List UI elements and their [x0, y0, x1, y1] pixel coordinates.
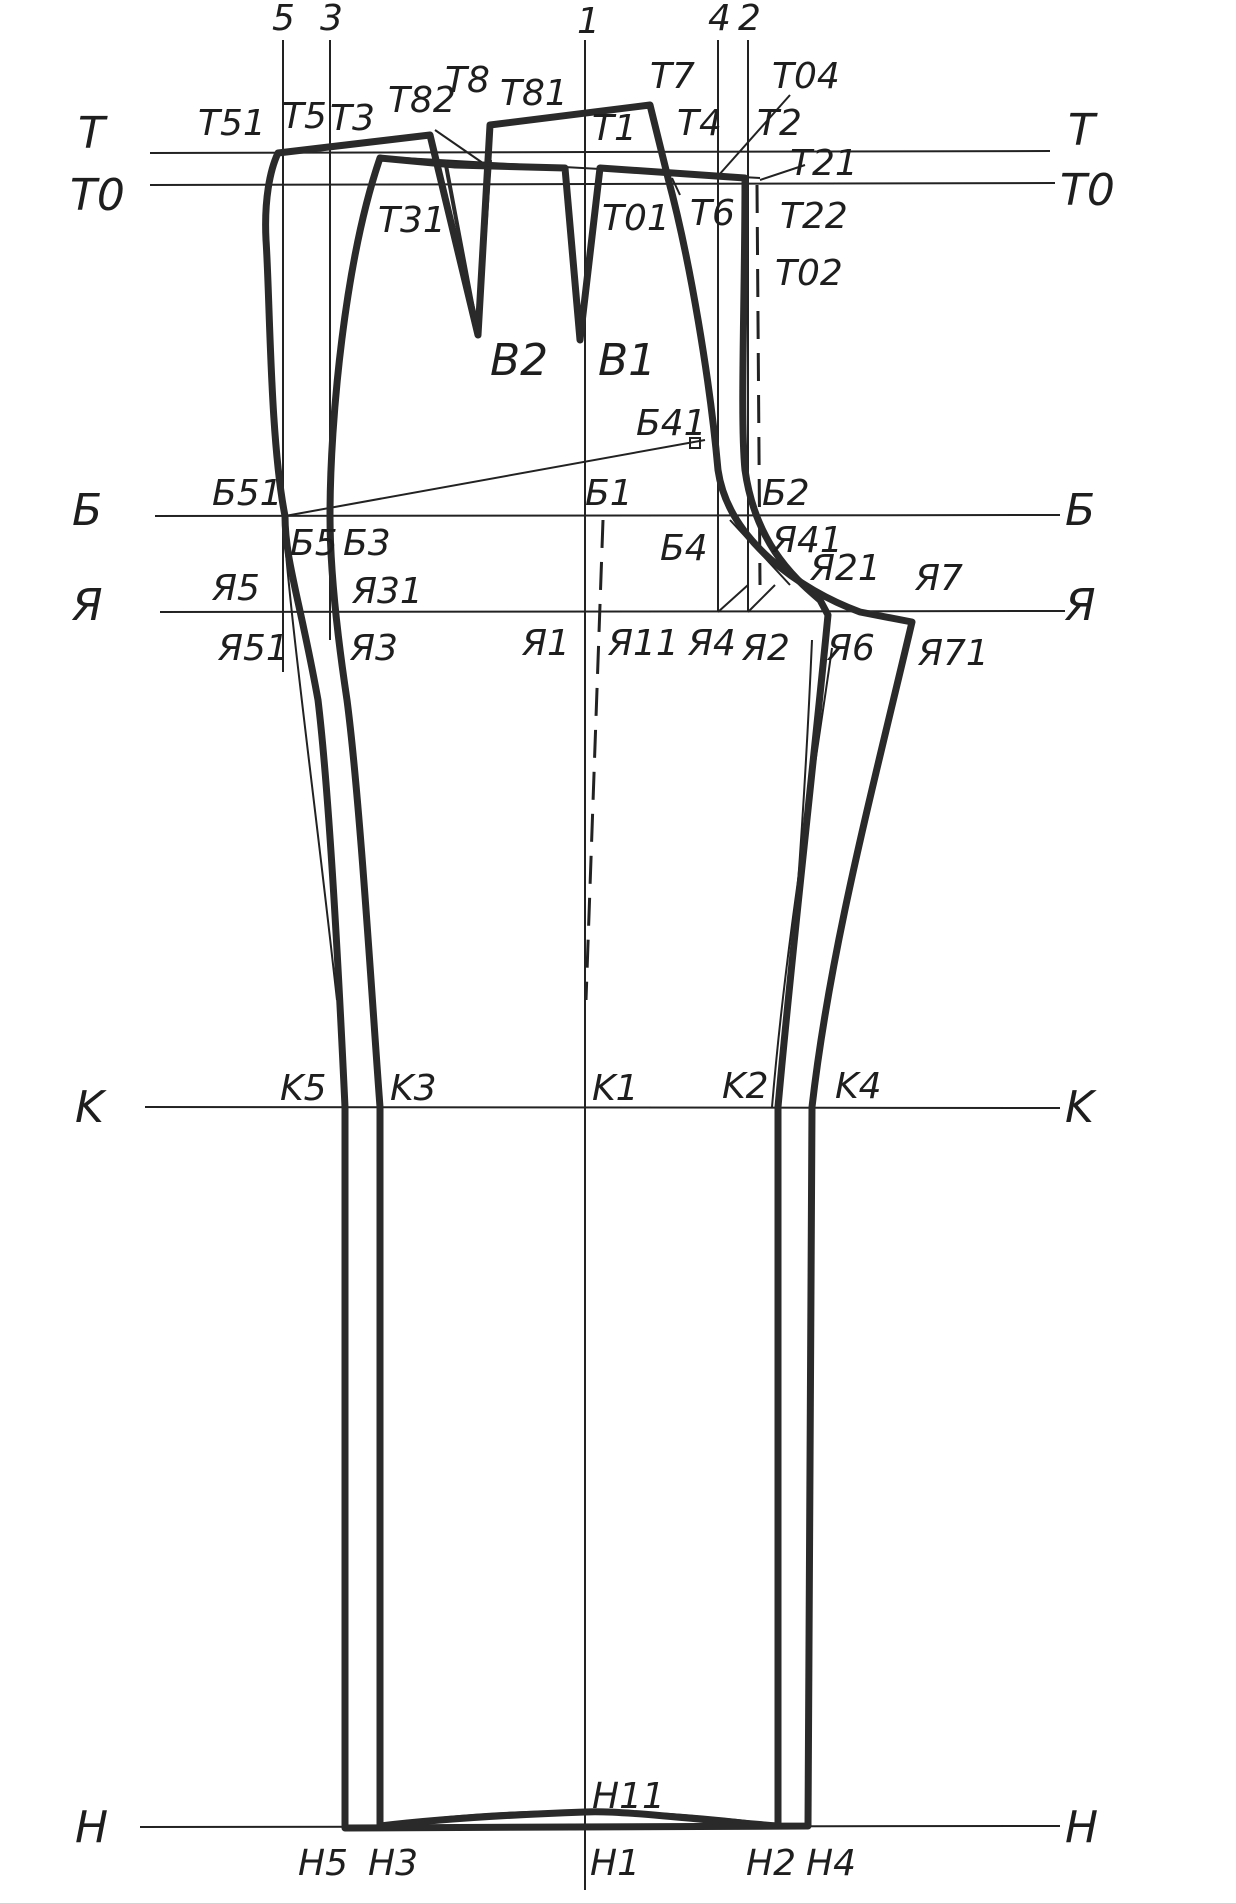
- point-B41: Б41: [636, 403, 707, 444]
- pattern-outline: [262, 101, 916, 1832]
- hem-curve: [379, 1809, 779, 1828]
- point-H4: H4: [806, 1843, 856, 1884]
- point-Ya71: Я71: [917, 633, 989, 674]
- point-K1: K1: [592, 1068, 639, 1109]
- point-T4: T4: [677, 103, 722, 144]
- point-Ya4: Я4: [687, 623, 736, 664]
- vertical-numbers: 5 3 1 4 2: [272, 0, 761, 42]
- point-T22: T22: [780, 196, 848, 237]
- point-K5: K5: [280, 1068, 327, 1109]
- point-Ya1: Я1: [521, 623, 570, 664]
- front-crease: [584, 519, 605, 1001]
- back-piece-outline: [262, 101, 916, 1832]
- point-T81: T81: [500, 73, 568, 114]
- point-Ya3: Я3: [349, 628, 398, 669]
- point-Ya11: Я11: [607, 623, 679, 664]
- point-labels: T51 T5 T3 T82 T8 T81 T7 T04 T1 T4 T2 T21…: [198, 56, 989, 1884]
- label-B-right: Б: [1065, 485, 1095, 536]
- vertical-number-3: 3: [320, 0, 343, 39]
- label-B-left: Б: [72, 485, 102, 536]
- point-B1-dart: B1: [598, 335, 656, 386]
- point-T8: T8: [445, 60, 490, 101]
- point-H1: H1: [590, 1843, 640, 1884]
- front-piece-outline: [326, 154, 832, 1830]
- point-T1: T1: [592, 108, 637, 149]
- point-B1: Б1: [585, 473, 633, 514]
- label-H-left: H: [75, 1802, 108, 1853]
- vertical-number-2: 2: [738, 0, 761, 39]
- label-T-left: T: [78, 108, 108, 159]
- pointer-T04: [717, 94, 791, 177]
- label-T0-left: T0: [70, 170, 125, 221]
- waist-guide-2: [434, 129, 491, 169]
- dashed-lines: [584, 184, 762, 1001]
- point-H2: H2: [746, 1843, 796, 1884]
- point-B51: Б51: [212, 473, 283, 514]
- line-end-labels: T T T0 T0 Б Б Я Я K K H H: [70, 105, 1115, 1853]
- label-T-right: T: [1068, 105, 1098, 156]
- point-Ya31: Я31: [351, 571, 423, 612]
- point-T82: T82: [388, 80, 456, 121]
- point-B3: Б3: [343, 523, 391, 564]
- point-Ya51: Я51: [217, 628, 289, 669]
- point-T04: T04: [772, 56, 840, 97]
- line-Ya: [159, 610, 1066, 613]
- label-Ya-right: Я: [1064, 580, 1096, 631]
- vertical-number-1: 1: [577, 1, 600, 42]
- line-B: [154, 514, 1061, 517]
- label-K-left: K: [75, 1082, 107, 1133]
- point-T31: T31: [378, 200, 446, 241]
- point-Ya21: Я21: [809, 548, 881, 589]
- pointer-T6: [671, 177, 681, 196]
- point-T2: T2: [757, 103, 802, 144]
- dart-B1: [563, 167, 602, 341]
- point-Ya6: Я6: [826, 628, 875, 669]
- line-T0: [149, 182, 1056, 186]
- point-K4: K4: [835, 1066, 882, 1107]
- point-T3: T3: [330, 98, 375, 139]
- point-T21: T21: [790, 143, 858, 184]
- point-Ya41: Я41: [771, 520, 843, 561]
- label-K-right: K: [1065, 1082, 1097, 1133]
- point-Ya7: Я7: [914, 558, 963, 599]
- point-T7: T7: [650, 56, 695, 97]
- label-T0-right: T0: [1060, 165, 1115, 216]
- point-H11: H11: [592, 1776, 665, 1817]
- crotch-guide-2: [747, 584, 776, 613]
- line-K: [144, 1106, 1061, 1109]
- dart-B2: [443, 159, 492, 336]
- point-H5: H5: [298, 1843, 348, 1884]
- pointer-T21: [759, 164, 806, 181]
- point-Ya5: Я5: [211, 568, 260, 609]
- front-side-thin: [282, 515, 338, 1001]
- point-H3: H3: [368, 1843, 418, 1884]
- construction-lines: [139, 40, 1066, 1890]
- point-B2: Б2: [762, 473, 810, 514]
- crotch-guide-1: [717, 584, 749, 613]
- point-B5: Б5: [290, 523, 338, 564]
- right-angle-mark: [689, 437, 701, 449]
- vertical-number-5: 5: [272, 0, 295, 39]
- hip-diagonal: [284, 439, 706, 517]
- vertical-number-4: 4: [708, 0, 731, 39]
- point-Ya2: Я2: [741, 628, 790, 669]
- point-T6: T6: [690, 193, 735, 234]
- label-H-right: H: [1065, 1802, 1098, 1853]
- point-B2-dart: B2: [490, 335, 548, 386]
- point-T5: T5: [282, 96, 327, 137]
- point-T51: T51: [198, 103, 266, 144]
- point-B4: Б4: [660, 528, 708, 569]
- point-K2: K2: [722, 1066, 769, 1107]
- point-T02: T02: [775, 253, 843, 294]
- label-Ya-left: Я: [71, 580, 103, 631]
- point-T01: T01: [602, 198, 670, 239]
- point-K3: K3: [390, 1068, 437, 1109]
- fly-line: [755, 184, 762, 586]
